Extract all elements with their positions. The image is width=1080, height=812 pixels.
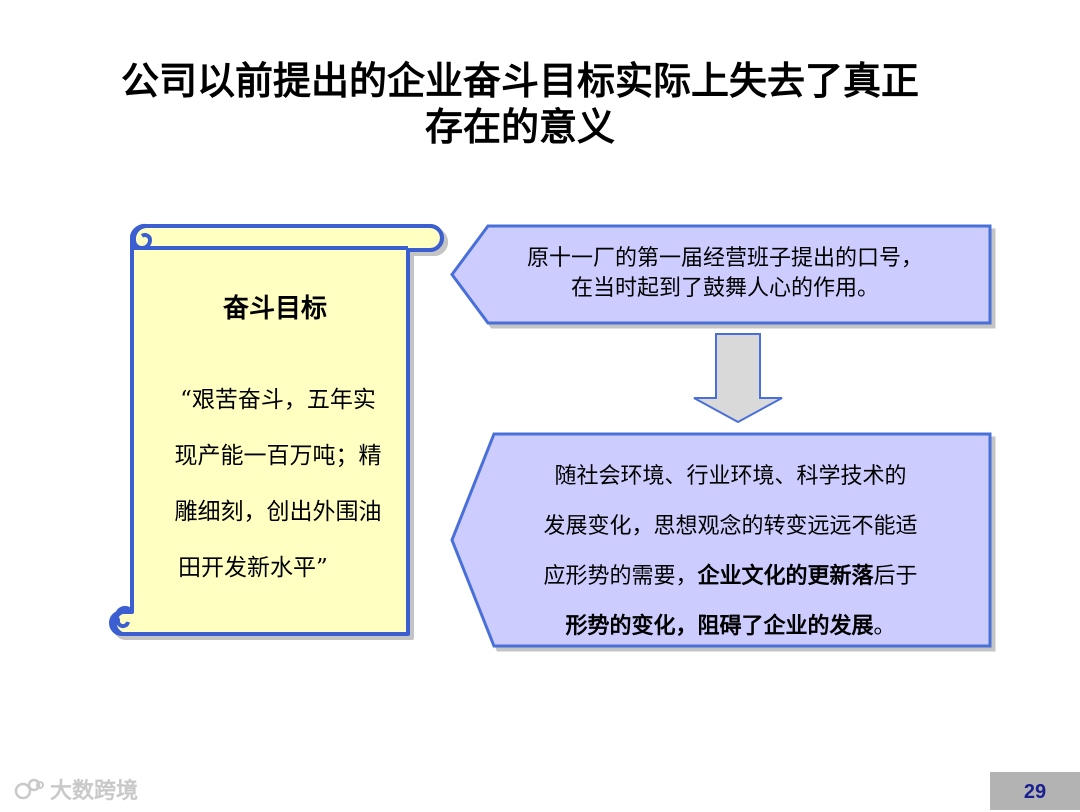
watermark: 大数跨境 (14, 774, 138, 804)
bottom-callout-line-4: 形势的变化，阻碍了企业的发展。 (478, 602, 983, 652)
bottom-callout-line-3: 应形势的需要，企业文化的更新落后于 (478, 552, 983, 602)
down-arrow-shape (693, 333, 783, 424)
watermark-logo-icon (14, 778, 44, 800)
slide-title-line2: 存在的意义 (424, 105, 615, 149)
bottom-callout-line-3-tail: 后于 (873, 564, 918, 589)
bottom-callout-shape (450, 432, 992, 648)
bottom-callout-line-4-bold: 形势的变化，阻碍了企业的发展 (565, 614, 874, 639)
top-callout-text: 原十一厂的第一届经营班子提出的口号， 在当时起到了鼓舞人心的作用。 (470, 244, 980, 304)
scroll-shape (109, 223, 444, 636)
watermark-text: 大数跨境 (50, 779, 139, 804)
bottom-callout-text: 随社会环境、行业环境、科学技术的 发展变化，思想观念的转变远远不能适 应形势的需… (478, 452, 983, 652)
scroll-body: “艰苦奋斗，五年实 现产能一百万吨；精 雕细刻，创出外围油 田开发新水平” (150, 372, 406, 596)
slide-title: 公司以前提出的企业奋斗目标实际上失去了真正 存在的意义 (40, 58, 1000, 150)
page-number: 29 (990, 772, 1080, 810)
slide-title-line1: 公司以前提出的企业奋斗目标实际上失去了真正 (120, 59, 919, 103)
top-callout-line-2: 在当时起到了鼓舞人心的作用。 (570, 276, 879, 301)
scroll-line-3: 雕细刻，创出外围油 (174, 499, 382, 525)
top-callout-line-1: 原十一厂的第一届经营班子提出的口号， (526, 246, 923, 271)
bottom-callout-line-3-normal: 应形势的需要， (543, 564, 698, 589)
bottom-callout-line-3-bold: 企业文化的更新落 (697, 564, 874, 589)
top-callout-shape (450, 224, 992, 325)
scroll-heading: 奋斗目标 (222, 294, 327, 324)
scroll-line-2: 现产能一百万吨；精 (174, 443, 382, 469)
bottom-callout-line-4-tail: 。 (873, 614, 896, 639)
bottom-callout-line-1: 随社会环境、行业环境、科学技术的 (554, 464, 907, 489)
scroll-line-1: “艰苦奋斗，五年实 (180, 387, 376, 413)
scroll-line-4: 田开发新水平” (178, 555, 328, 581)
bottom-callout-line-2: 发展变化，思想观念的转变远远不能适 (543, 514, 918, 539)
